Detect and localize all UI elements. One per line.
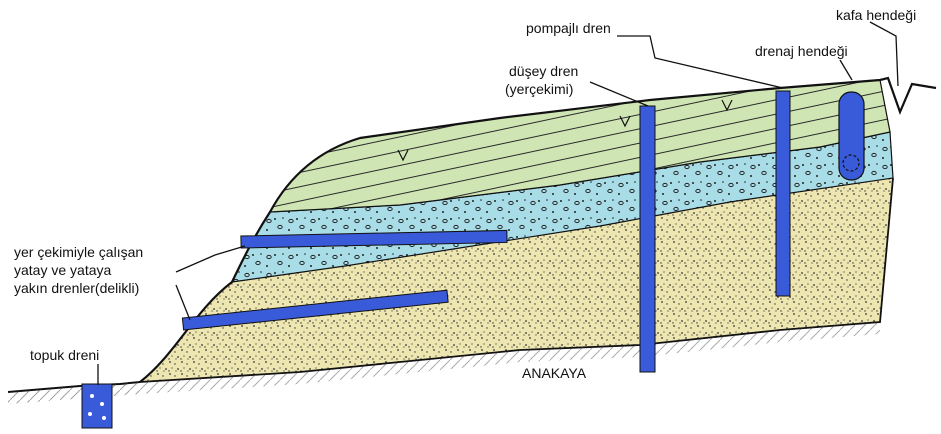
pumped-drain-label: pompajlı dren [526,20,611,36]
head-ditch-label: kafa hendeği [836,7,916,23]
bedrock-label: ANAKAYA [522,365,587,381]
vertical-drain-pumped [776,91,790,296]
vertical-drain-label: düşey dren [509,63,578,79]
toe-ground [8,382,140,404]
vertical-drain-gravity [640,106,655,372]
toe-drain [82,384,112,428]
vertical-drain-sublabel: (yerçekimi) [505,81,573,97]
horizontal-drains-label-1: yer çekimiyle çalışan [14,244,143,260]
horizontal-drains-label-2: yatay ve yataya [14,262,111,278]
drainage-ditch-pipe [839,92,864,180]
horizontal-drains-label-3: yakın drenler(delikli) [14,280,139,296]
toe-drain-label: topuk dreni [30,347,99,363]
drainage-ditch-label: drenaj hendeği [755,43,848,59]
